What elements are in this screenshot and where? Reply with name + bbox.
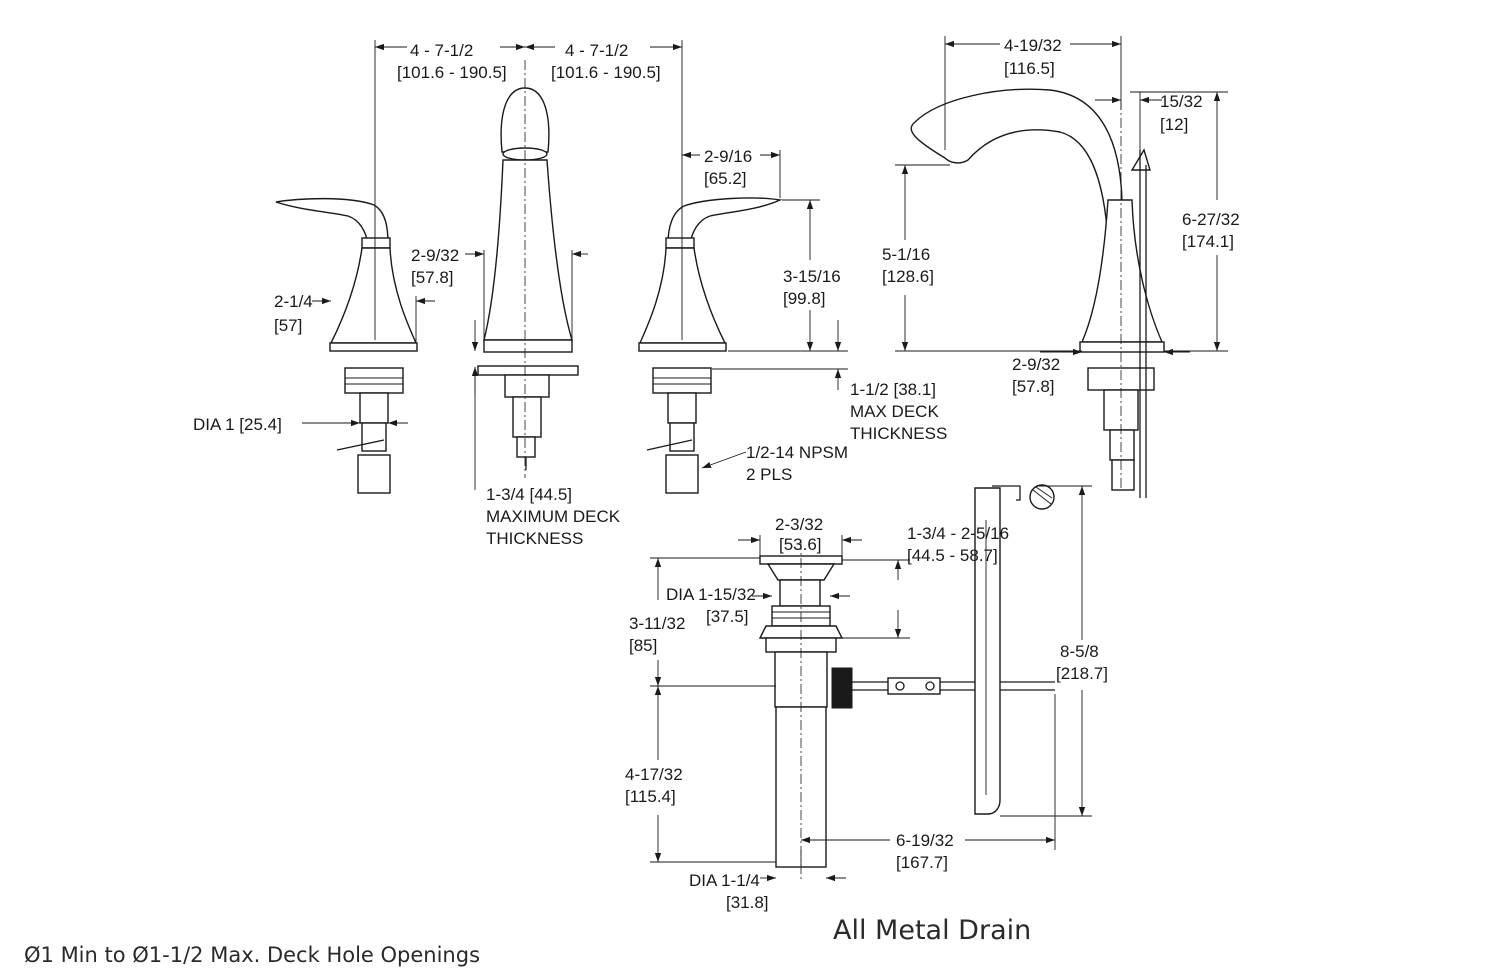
valve-height-mm: [99.8] <box>783 289 826 308</box>
npsm-2: 2 PLS <box>746 465 792 484</box>
dimension-lines <box>302 36 1228 882</box>
drain-body-range-mm: [44.5 - 58.7] <box>907 546 998 565</box>
tailpiece-dia-in: DIA 1-1/4 <box>689 871 760 890</box>
tailpiece-reach-in: 6-19/32 <box>896 831 954 850</box>
max-deck-left-2: MAXIMUM DECK <box>486 507 621 526</box>
overall-height-in: 6-27/32 <box>1182 210 1240 229</box>
drain-upper-in: 3-11/32 <box>629 614 685 633</box>
drain-flange-mm: [53.6] <box>779 535 822 554</box>
drain-flange-in: 2-3/32 <box>775 515 823 534</box>
top-left-spacing-in: 4 - 7-1/2 <box>410 41 473 60</box>
captions: All Metal Drain Ø1 Min to Ø1-1/2 Max. De… <box>24 915 1031 967</box>
spout-base-side-in: 2-9/32 <box>1012 355 1060 374</box>
spout-side-view <box>910 88 1165 498</box>
handle-height-mm: [65.2] <box>704 169 747 188</box>
drain-upper-mm: [85] <box>629 636 657 655</box>
spout-height-in: 5-1/16 <box>882 245 930 264</box>
valve-height-in: 3-15/16 <box>783 267 841 286</box>
drain-dia-in: DIA 1-15/32 <box>666 585 756 604</box>
drain-lower-in: 4-17/32 <box>625 765 683 784</box>
max-deck-right-1: 1-1/2 [38.1] <box>850 380 936 399</box>
handle-height-in: 2-9/16 <box>704 147 752 166</box>
spout-reach-in: 4-19/32 <box>1004 36 1062 55</box>
drain-dia-mm: [37.5] <box>706 607 749 626</box>
lift-rod-offset-mm: [12] <box>1160 115 1188 134</box>
rod-length-mm: [218.7] <box>1056 664 1108 683</box>
dimension-labels: 4 - 7-1/2 [101.6 - 190.5] 4 - 7-1/2 [101… <box>193 36 1240 912</box>
max-deck-left-1: 1-3/4 [44.5] <box>486 485 572 504</box>
spout-reach-mm: [116.5] <box>1004 59 1055 78</box>
tailpiece-reach-mm: [167.7] <box>896 853 948 872</box>
spout-base-front-in: 2-9/32 <box>411 246 459 265</box>
left-handle-valve <box>275 197 418 494</box>
drain-body-range-in: 1-3/4 - 2-5/16 <box>907 524 1009 543</box>
spout-height-mm: [128.6] <box>882 267 934 286</box>
spout-base-front-mm: [57.8] <box>411 268 454 287</box>
handle-base-mm: [57] <box>274 316 302 335</box>
tailpiece-dia-mm: [31.8] <box>726 893 769 912</box>
max-deck-right-3: THICKNESS <box>850 424 947 443</box>
max-deck-right-2: MAX DECK <box>850 402 939 421</box>
right-handle-valve <box>638 197 783 494</box>
drain-lower-mm: [115.4] <box>625 787 676 806</box>
npsm-1: 1/2-14 NPSM <box>746 443 848 462</box>
top-left-spacing-mm: [101.6 - 190.5] <box>397 63 507 82</box>
spout-front-view <box>477 60 579 478</box>
valve-dia: DIA 1 [25.4] <box>193 415 282 434</box>
top-right-spacing-mm: [101.6 - 190.5] <box>551 63 661 82</box>
overall-height-mm: [174.1] <box>1182 232 1234 251</box>
lift-rod <box>974 484 1055 815</box>
rod-length-in: 8-5/8 <box>1060 642 1099 661</box>
spout-base-side-mm: [57.8] <box>1012 377 1055 396</box>
deck-hole-caption: Ø1 Min to Ø1-1/2 Max. Deck Hole Openings <box>24 943 480 967</box>
max-deck-left-3: THICKNESS <box>486 529 583 548</box>
top-right-spacing-in: 4 - 7-1/2 <box>565 41 628 60</box>
drain-caption: All Metal Drain <box>833 915 1031 946</box>
handle-base-in: 2-1/4 <box>274 292 313 311</box>
lift-rod-offset-in: 15/32 <box>1160 92 1203 111</box>
pop-up-drain-assembly <box>758 540 1055 880</box>
